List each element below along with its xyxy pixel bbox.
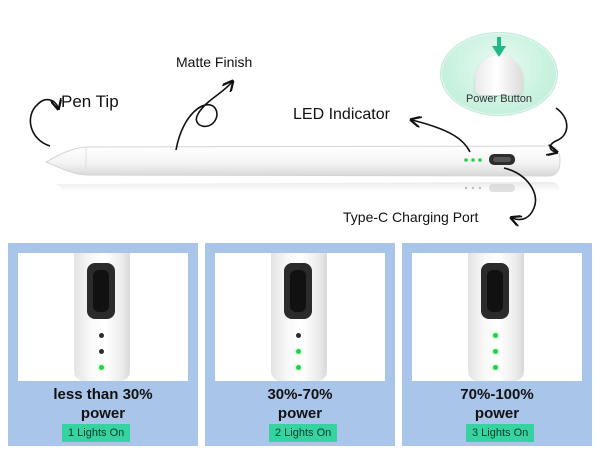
led-dot-lit [99,365,104,370]
pen-end [74,253,130,381]
led-indicator-arrow [412,120,471,153]
led-dot-lit [493,333,498,338]
pen-end [468,253,524,381]
led-dot [99,349,104,354]
led-dot-reflection [478,186,482,190]
led-dot [478,158,482,162]
power-button-cap [475,55,523,95]
matte-finish-label: Matte Finish [176,54,253,70]
stylus-reflection [56,182,560,196]
led-dot-lit [296,349,301,354]
type-c-port [87,263,115,319]
lights-badge: 1 Lights On [62,424,131,442]
battery-word: power [474,405,520,422]
press-down-icon [492,37,506,57]
led-dot [471,158,475,162]
led-indicator-label: LED Indicator [293,106,390,123]
led-dot-lit [296,365,301,370]
stylus-body [44,145,561,177]
battery-panel-mid: 30%-70% power 2 Lights On [205,243,395,446]
battery-word: power [80,405,126,422]
lights-badge: 2 Lights On [269,424,338,442]
type-c-port-label: Type-C Charging Port [343,209,479,225]
led-dot-reflection [464,186,468,190]
power-button-label: Power Button [465,93,533,105]
led-dot-lit [493,349,498,354]
battery-panel-high: 70%-100% power 3 Lights On [402,243,592,446]
pen-end [271,253,327,381]
led-dot [296,333,301,338]
led-dot [99,333,104,338]
pen-tip-arrow [29,100,58,147]
stylus-diagram [29,0,568,240]
led-dot-reflection [471,186,475,190]
battery-range: 30%-70% [267,386,333,403]
type-c-port [284,263,312,319]
pen-end-photo [18,253,188,381]
type-c-port-arrow [503,167,537,220]
battery-panel-low: less than 30% power 1 Lights On [8,243,198,446]
battery-range: 70%-100% [460,386,534,403]
led-dot-lit [493,365,498,370]
power-button-arrow [550,107,568,152]
matte-finish-arrow [175,82,232,151]
pen-end-photo [412,253,582,381]
lights-badge: 3 Lights On [466,424,535,442]
battery-range: less than 30% [53,386,153,403]
type-c-port-reflection [489,184,515,192]
led-dot [464,158,468,162]
battery-word: power [277,405,323,422]
type-c-port-inner [493,157,511,162]
pen-tip-label: Pen Tip [61,92,119,111]
type-c-port [481,263,509,319]
power-button-callout: Power Button [440,32,558,116]
pen-end-photo [215,253,385,381]
